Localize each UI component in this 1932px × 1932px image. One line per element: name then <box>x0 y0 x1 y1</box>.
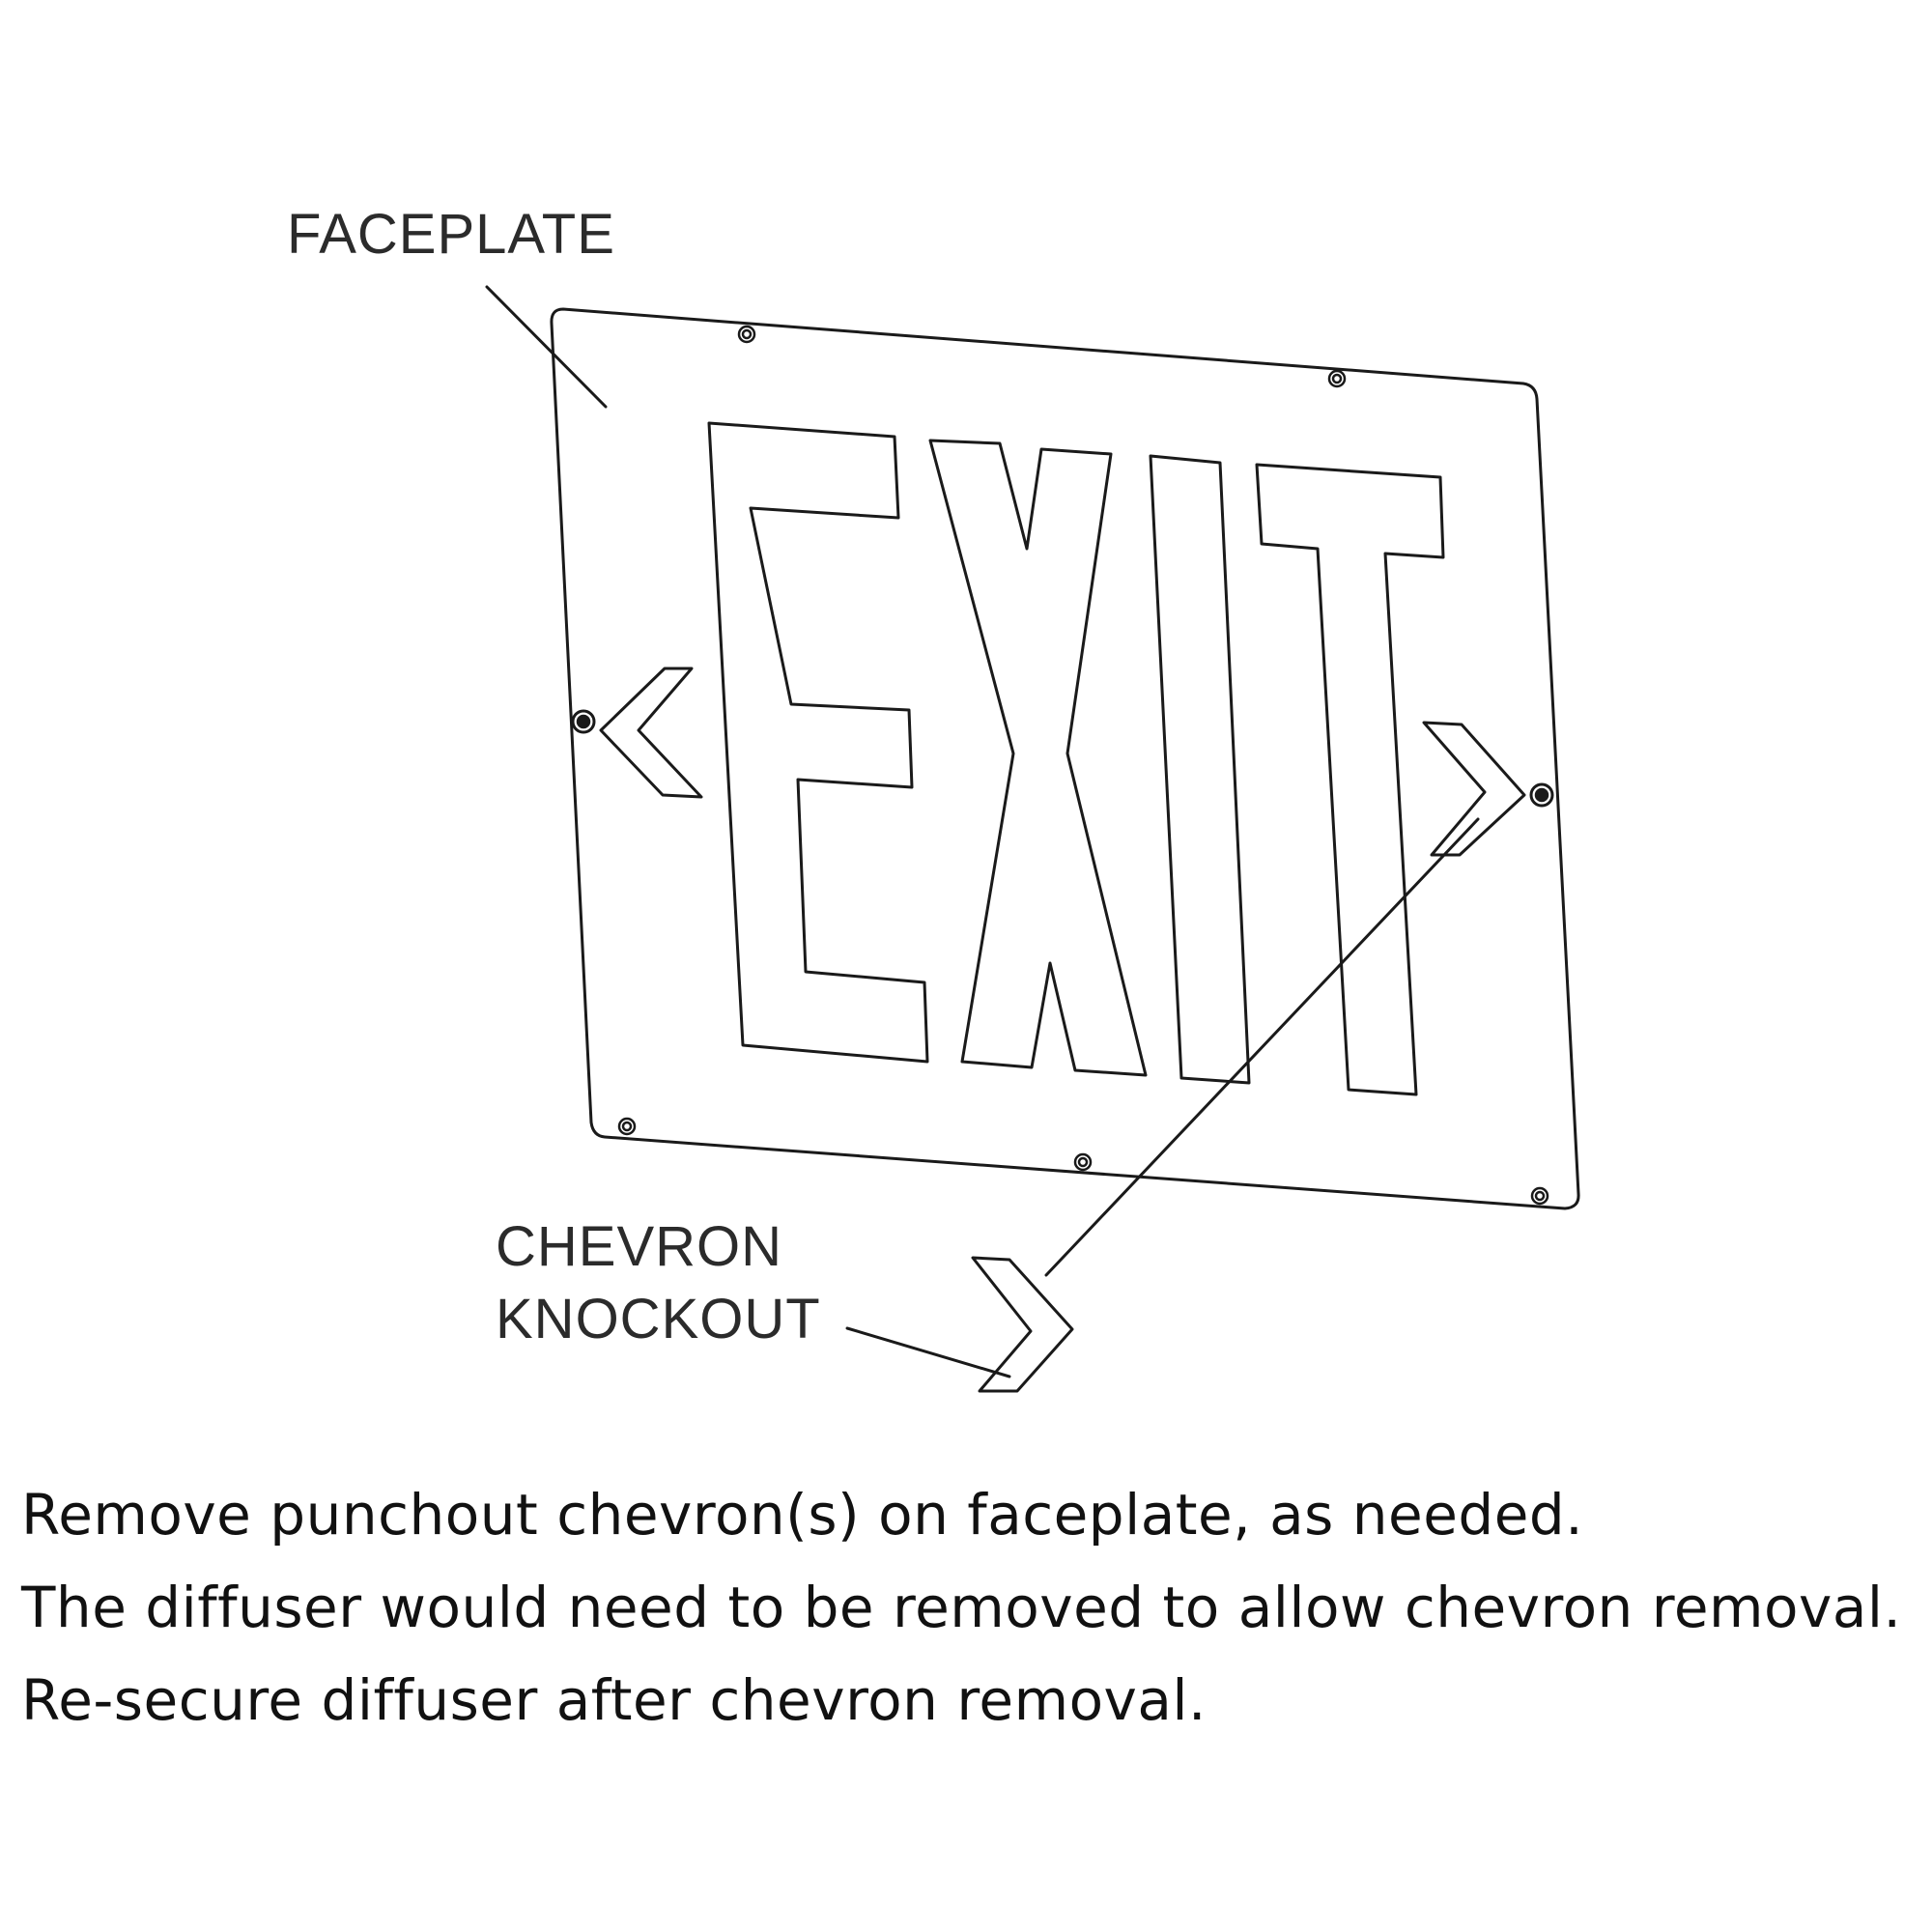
faceplate-leader-line <box>485 285 608 409</box>
left-chevron <box>599 667 703 799</box>
faceplate-label: FACEPLATE <box>287 203 615 266</box>
screw-hole-top-right <box>1327 369 1347 388</box>
letter-i <box>1149 454 1251 1085</box>
instructions-block: Remove punchout chevron(s) on faceplate,… <box>21 1468 1924 1747</box>
screw-left-side <box>571 709 596 734</box>
instruction-line-1: Remove punchout chevron(s) on faceplate,… <box>21 1482 1584 1548</box>
chevron-label-line1: CHEVRON <box>496 1215 782 1278</box>
chevron-knockout-piece <box>971 1256 1074 1393</box>
knockout-leader-line <box>845 1326 1011 1378</box>
screw-hole-bottom-middle <box>1073 1152 1093 1172</box>
letter-e <box>707 421 929 1064</box>
letter-t <box>1255 463 1445 1096</box>
instruction-line-2: The diffuser would need to be removed to… <box>21 1575 1902 1640</box>
screw-right-side <box>1529 782 1554 808</box>
faceplate-outline <box>550 307 1580 1210</box>
instruction-line-3: Re-secure diffuser after chevron removal… <box>21 1667 1207 1733</box>
chevron-label-line2: KNOCKOUT <box>496 1288 821 1350</box>
screw-hole-bottom-left <box>617 1117 637 1136</box>
screw-hole-bottom-right <box>1530 1186 1549 1206</box>
chevron-leader-line <box>1044 817 1480 1277</box>
right-chevron-opening <box>1422 721 1526 857</box>
screw-hole-top-left <box>737 325 756 344</box>
letter-x <box>928 439 1148 1077</box>
